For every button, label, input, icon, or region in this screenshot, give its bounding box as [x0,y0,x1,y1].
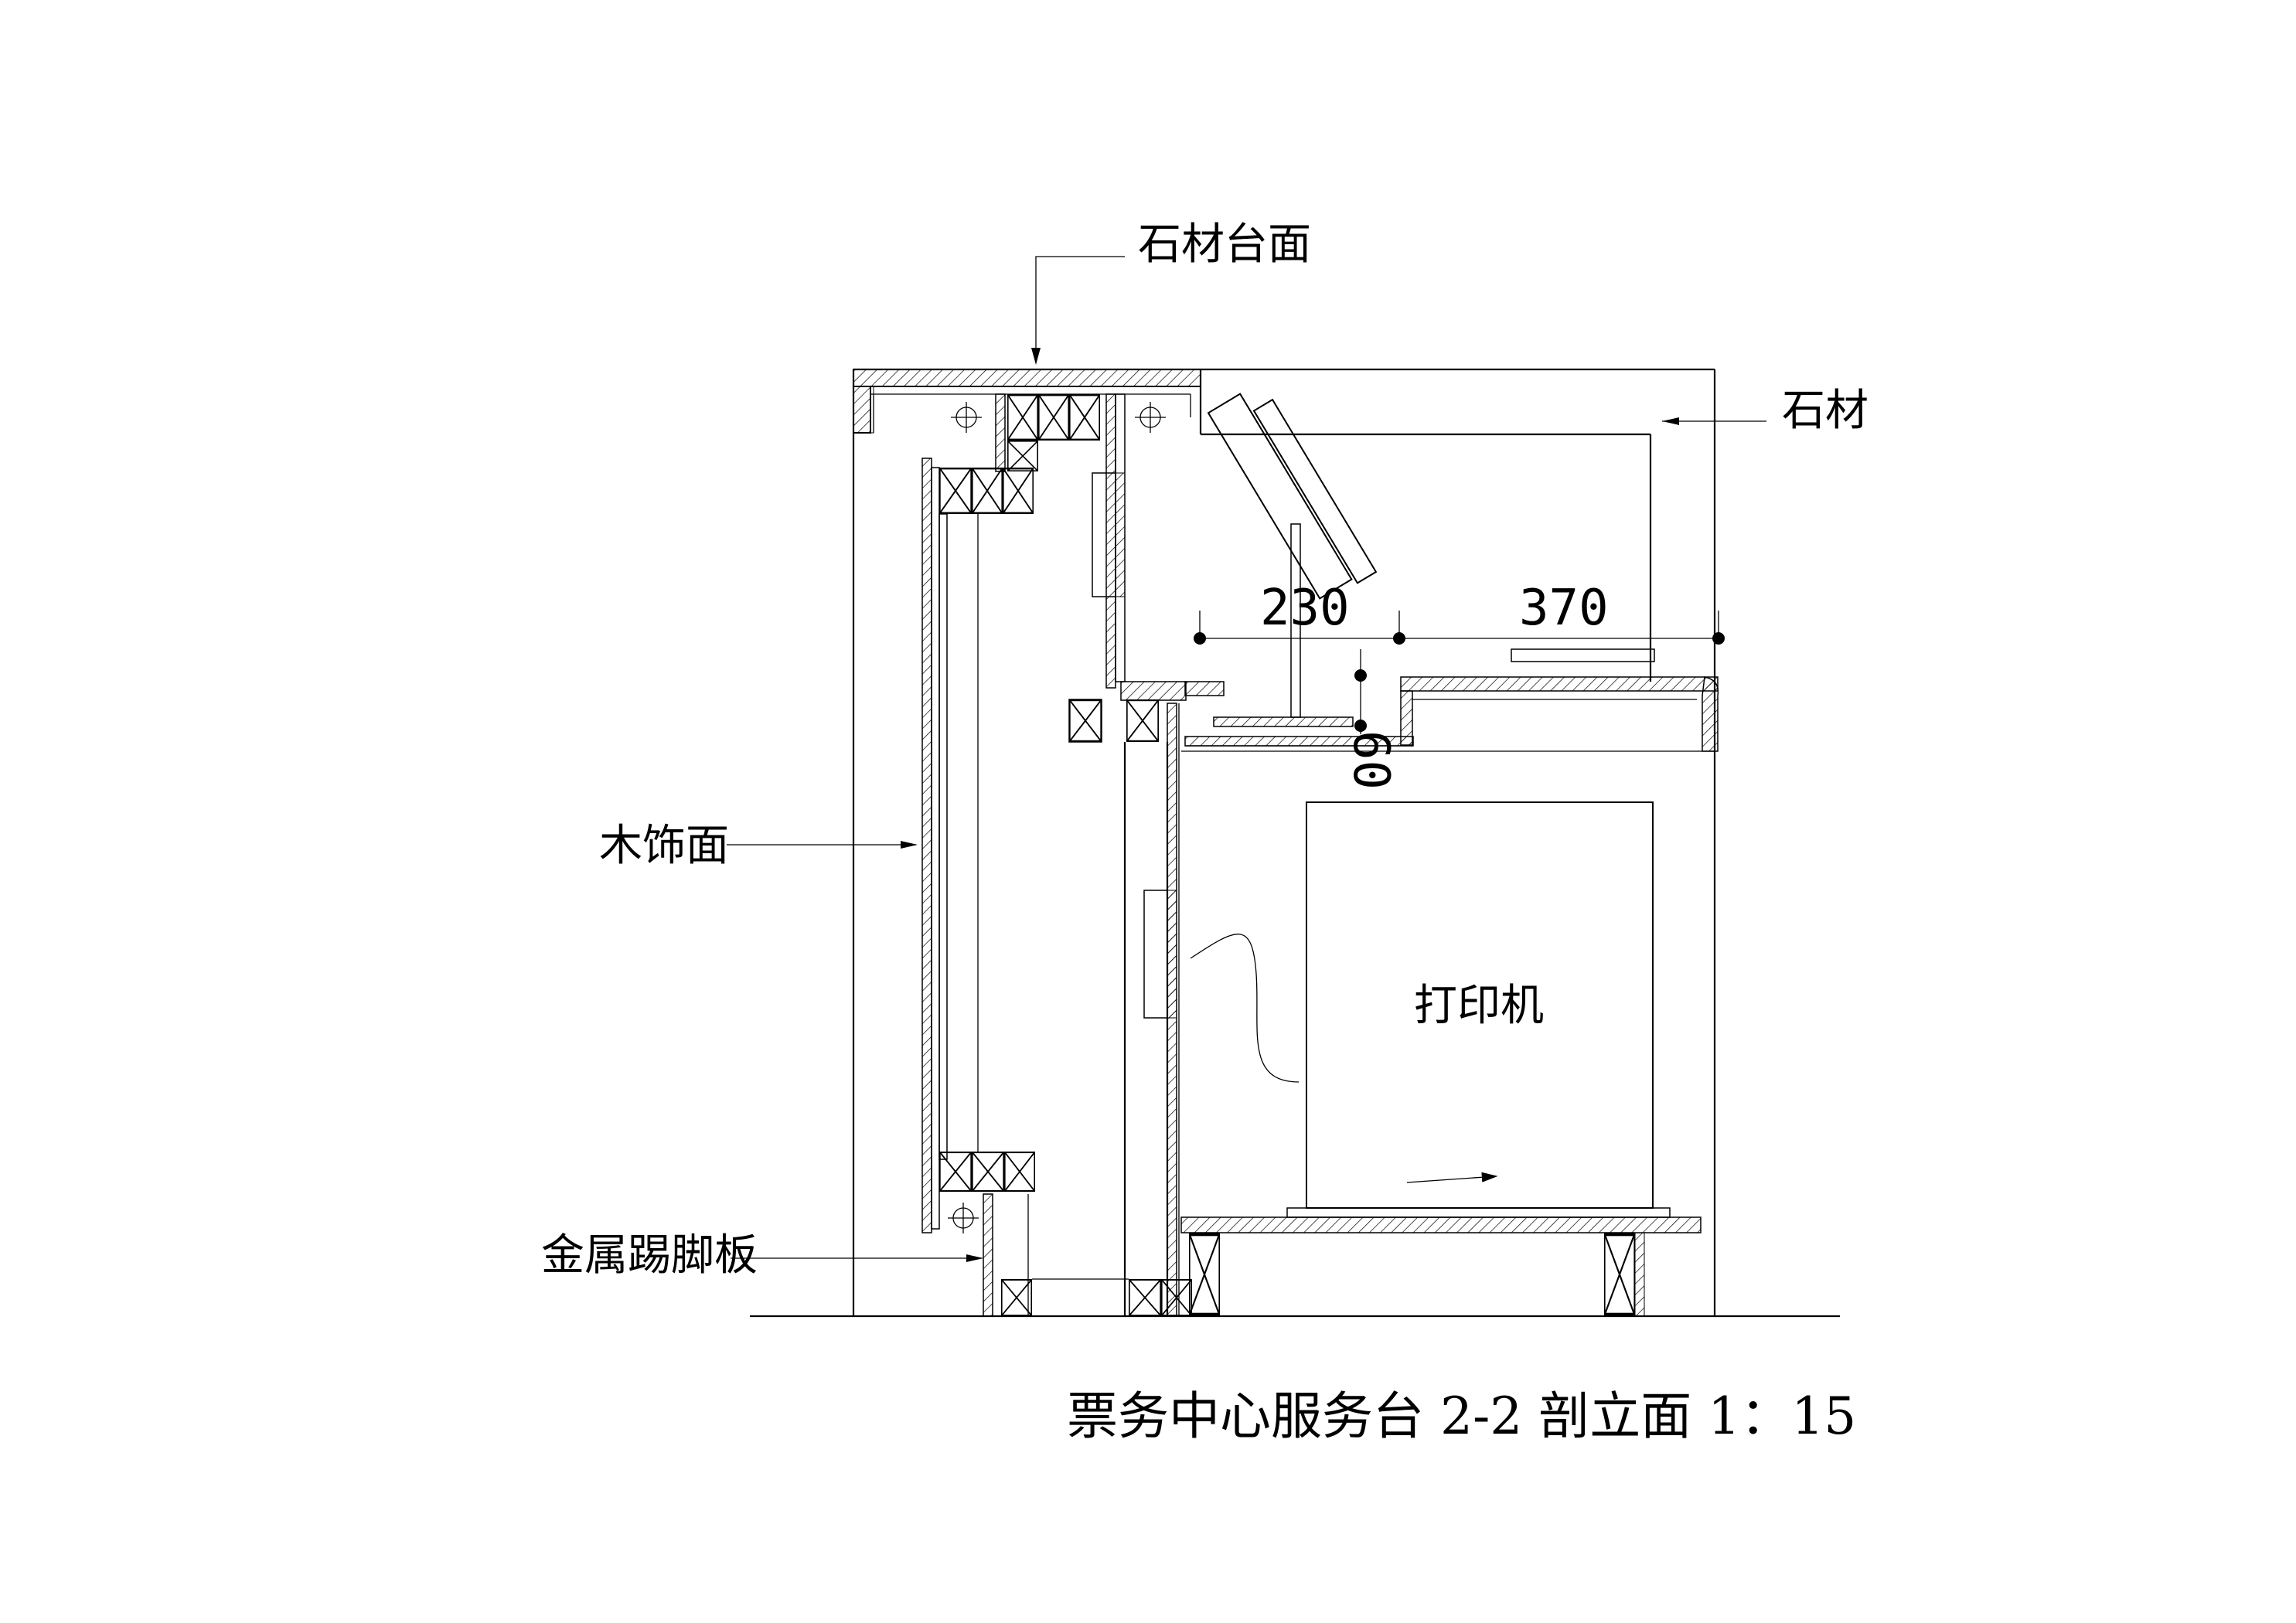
outer-stone-wall [852,368,1716,1316]
drawing-title: 票务中心服务台 2-2 剖立面 1：15 [1067,1387,1856,1446]
wood-finish-panel [921,458,979,1233]
printer-cable [1190,934,1300,1083]
printer-label: 打印机 [1414,981,1544,1031]
dim-370: 370 [1519,580,1609,637]
leader-countertop [1031,256,1125,365]
printer-base [1180,1216,1702,1317]
leader-wood-finish [727,841,918,849]
central-partition [1068,681,1187,1317]
dim-230: 230 [1260,580,1350,637]
monitor-stand [1213,523,1354,727]
dimension-60 [1354,649,1367,734]
paper-feed-arrow [1406,1172,1498,1183]
label-stone: 石材 [1782,386,1868,436]
metal-kickplate [948,1193,1129,1317]
top-center-strip [995,393,1006,472]
dim-60: 60 [1342,730,1399,790]
leader-stone [1662,417,1766,425]
socket-box [1092,472,1177,1019]
mid-strip [1105,393,1116,689]
label-wood-finish: 木饰面 [599,821,729,871]
dimension-230-370 [1194,611,1725,645]
timber-blocks-bottom [939,1152,1192,1316]
leader-kickplate [731,1254,983,1262]
counter-ledge [1181,648,1719,752]
label-kickplate: 金属踢脚板 [541,1230,758,1281]
label-countertop: 石材台面 [1138,219,1311,270]
timber-blocks-top [939,394,1100,514]
top-fasteners [951,402,1166,433]
monitor [1207,393,1378,600]
stone-countertop [853,369,1201,434]
